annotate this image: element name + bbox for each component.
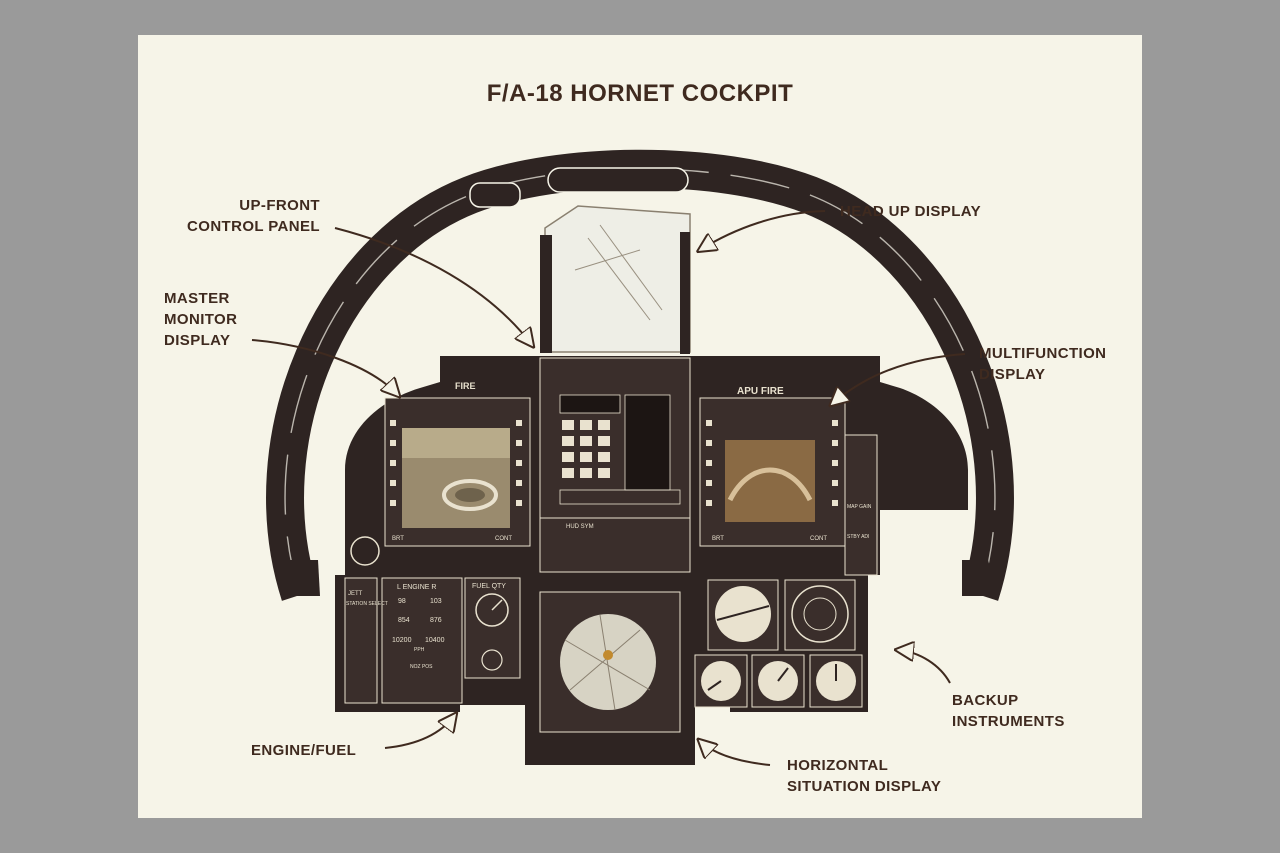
callout-master-monitor-line2: MONITOR bbox=[164, 311, 238, 328]
ff-right-value: 10400 bbox=[425, 637, 445, 644]
arrow-head-up bbox=[700, 210, 826, 250]
callout-master-monitor-line3: DISPLAY bbox=[164, 332, 231, 349]
mmd-brt-label: BRT bbox=[392, 536, 404, 542]
left-side-dial bbox=[350, 536, 380, 566]
callout-backup: BACKUP INSTRUMENTS bbox=[952, 690, 1065, 732]
callout-master-monitor: MASTER MONITOR DISPLAY bbox=[164, 288, 237, 351]
jett-label: JETT bbox=[348, 591, 363, 597]
right-side-panel bbox=[844, 434, 878, 576]
hud-sym-label: HUD SYM bbox=[566, 524, 594, 530]
callout-master-monitor-line1: MASTER bbox=[164, 290, 230, 307]
callout-engine-fuel: ENGINE/FUEL bbox=[251, 742, 357, 759]
station-select-label: STATION SELECT bbox=[346, 601, 388, 607]
multifunction-display bbox=[699, 397, 846, 547]
arrow-hsd bbox=[700, 741, 771, 766]
callout-up-front-line1: UP-FRONT bbox=[239, 197, 320, 214]
callout-multifunction: MULTIFUNCTION DISPLAY bbox=[979, 343, 1106, 385]
arrow-up-front bbox=[334, 227, 532, 345]
callout-arrows bbox=[251, 210, 966, 766]
master-monitor-display bbox=[384, 397, 531, 547]
arrow-backup bbox=[898, 650, 951, 684]
callout-head-up: HEAD UP DISPLAY bbox=[840, 203, 982, 220]
callout-up-front: UP-FRONT CONTROL PANEL bbox=[172, 195, 320, 237]
pph-label: PPH bbox=[414, 647, 425, 653]
noz-pos-label: NOZ POS bbox=[410, 664, 433, 670]
callout-backup-line2: INSTRUMENTS bbox=[952, 713, 1065, 730]
arrow-multifunction bbox=[832, 353, 966, 404]
callout-hsd: HORIZONTAL SITUATION DISPLAY bbox=[787, 755, 941, 797]
callout-backup-line1: BACKUP bbox=[952, 692, 1019, 709]
hud-combiner bbox=[540, 205, 691, 354]
map-gain-label: MAP GAIN bbox=[847, 504, 872, 510]
mfd-cont-label: CONT bbox=[810, 536, 827, 542]
arrow-master-monitor bbox=[251, 339, 398, 395]
fuel-qty-label: FUEL QTY bbox=[472, 583, 506, 590]
callout-hsd-line2: SITUATION DISPLAY bbox=[787, 778, 942, 795]
rpm-left-value: 98 bbox=[398, 598, 406, 605]
apu-fire-light-label: APU FIRE bbox=[737, 386, 784, 397]
fire-light-label: FIRE bbox=[455, 381, 476, 391]
egt-left-value: 854 bbox=[398, 617, 410, 624]
egt-right-value: 876 bbox=[430, 617, 442, 624]
engine-label: L ENGINE R bbox=[397, 584, 436, 591]
horizontal-situation-display bbox=[539, 591, 681, 733]
callout-multifunction-line1: MULTIFUNCTION bbox=[979, 345, 1107, 362]
mmd-cont-label: CONT bbox=[495, 536, 512, 542]
up-front-control-panel bbox=[539, 357, 691, 573]
page-title: F/A-18 HORNET COCKPIT bbox=[486, 80, 794, 107]
rpm-right-value: 103 bbox=[430, 598, 442, 605]
callout-multifunction-line2: DISPLAY bbox=[979, 366, 1046, 383]
mfd-brt-label: BRT bbox=[712, 536, 724, 542]
ff-left-value: 10200 bbox=[392, 637, 412, 644]
arrow-engine-fuel bbox=[384, 715, 455, 749]
canopy-bow bbox=[266, 149, 1014, 601]
callout-up-front-line2: CONTROL PANEL bbox=[187, 218, 320, 235]
callout-hsd-line1: HORIZONTAL bbox=[787, 757, 889, 774]
backup-instruments bbox=[694, 579, 863, 708]
engine-fuel-panel bbox=[344, 577, 521, 704]
stby-adi-label: STBY ADI bbox=[847, 534, 869, 540]
